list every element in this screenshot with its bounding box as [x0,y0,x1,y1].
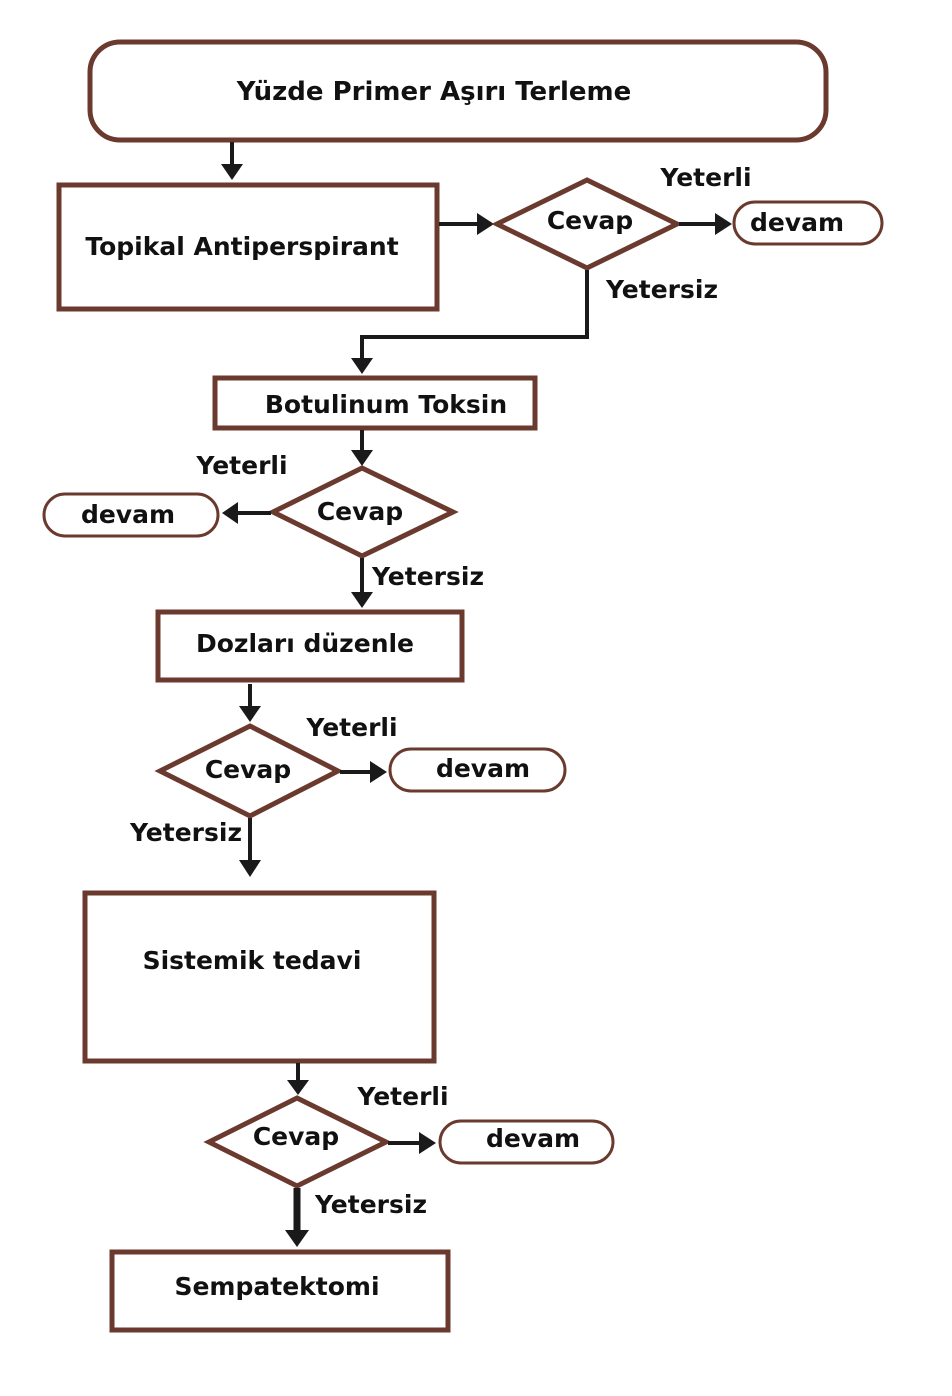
decision-1-yes-label: Yeterli [659,163,751,192]
continue-2-label: devam [81,500,175,529]
decision-3-no-label: Yetersiz [129,818,242,847]
decision-1 [491,177,683,271]
arrowhead [285,1230,309,1247]
title-text: Yüzde Primer Aşırı Terleme [236,77,632,107]
continue-3-label: devam [436,754,530,783]
step-systemic-label: Sistemik tedavi [143,946,362,975]
arrowhead [477,213,494,235]
continue-4-label: devam [486,1124,580,1153]
arrowhead [351,592,373,608]
step-systemic-treatment [82,890,437,1064]
step-botulinum-toxin [212,375,538,431]
decision-3 [154,723,344,819]
arrowhead [239,706,261,722]
step-adjust-doses-label: Dozları düzenle [196,629,414,658]
continue-1 [732,200,884,246]
step-botulinum-label: Botulinum Toksin [265,390,507,419]
arrowhead [221,164,243,180]
decision-2-label: Cevap [317,497,403,526]
decision-1-no-label: Yetersiz [605,275,718,304]
continue-2 [42,492,220,538]
decision-3-label: Cevap [205,755,291,784]
continue-4 [438,1119,615,1165]
arrowhead [287,1080,309,1095]
arrow-decision1-no [360,270,589,360]
arrowhead [351,450,373,466]
decision-1-label: Cevap [547,206,633,235]
decision-4-label: Cevap [253,1122,339,1151]
arrowhead [222,502,238,524]
step-sympathectomy-label: Sempatektomi [174,1272,379,1301]
decision-3-yes-label: Yeterli [305,713,397,742]
decision-2-no-label: Yetersiz [371,562,484,591]
decision-4 [203,1095,392,1189]
title-box [87,39,829,143]
decision-4-yes-label: Yeterli [356,1082,448,1111]
decision-2-yes-label: Yeterli [195,451,287,480]
continue-1-label: devam [750,208,844,237]
continue-3 [388,747,567,793]
arrowhead [419,1132,436,1154]
decision-2 [267,465,459,559]
step-topical-label: Topikal Antiperspirant [85,232,398,261]
arrowhead [715,213,732,235]
arrowhead [351,358,373,374]
step-adjust-doses [155,609,465,683]
arrowhead [239,860,261,877]
arrowhead [370,761,387,783]
step-sympathectomy [109,1249,451,1333]
decision-4-no-label: Yetersiz [314,1190,427,1219]
step-topical-antiperspirant [56,182,440,312]
